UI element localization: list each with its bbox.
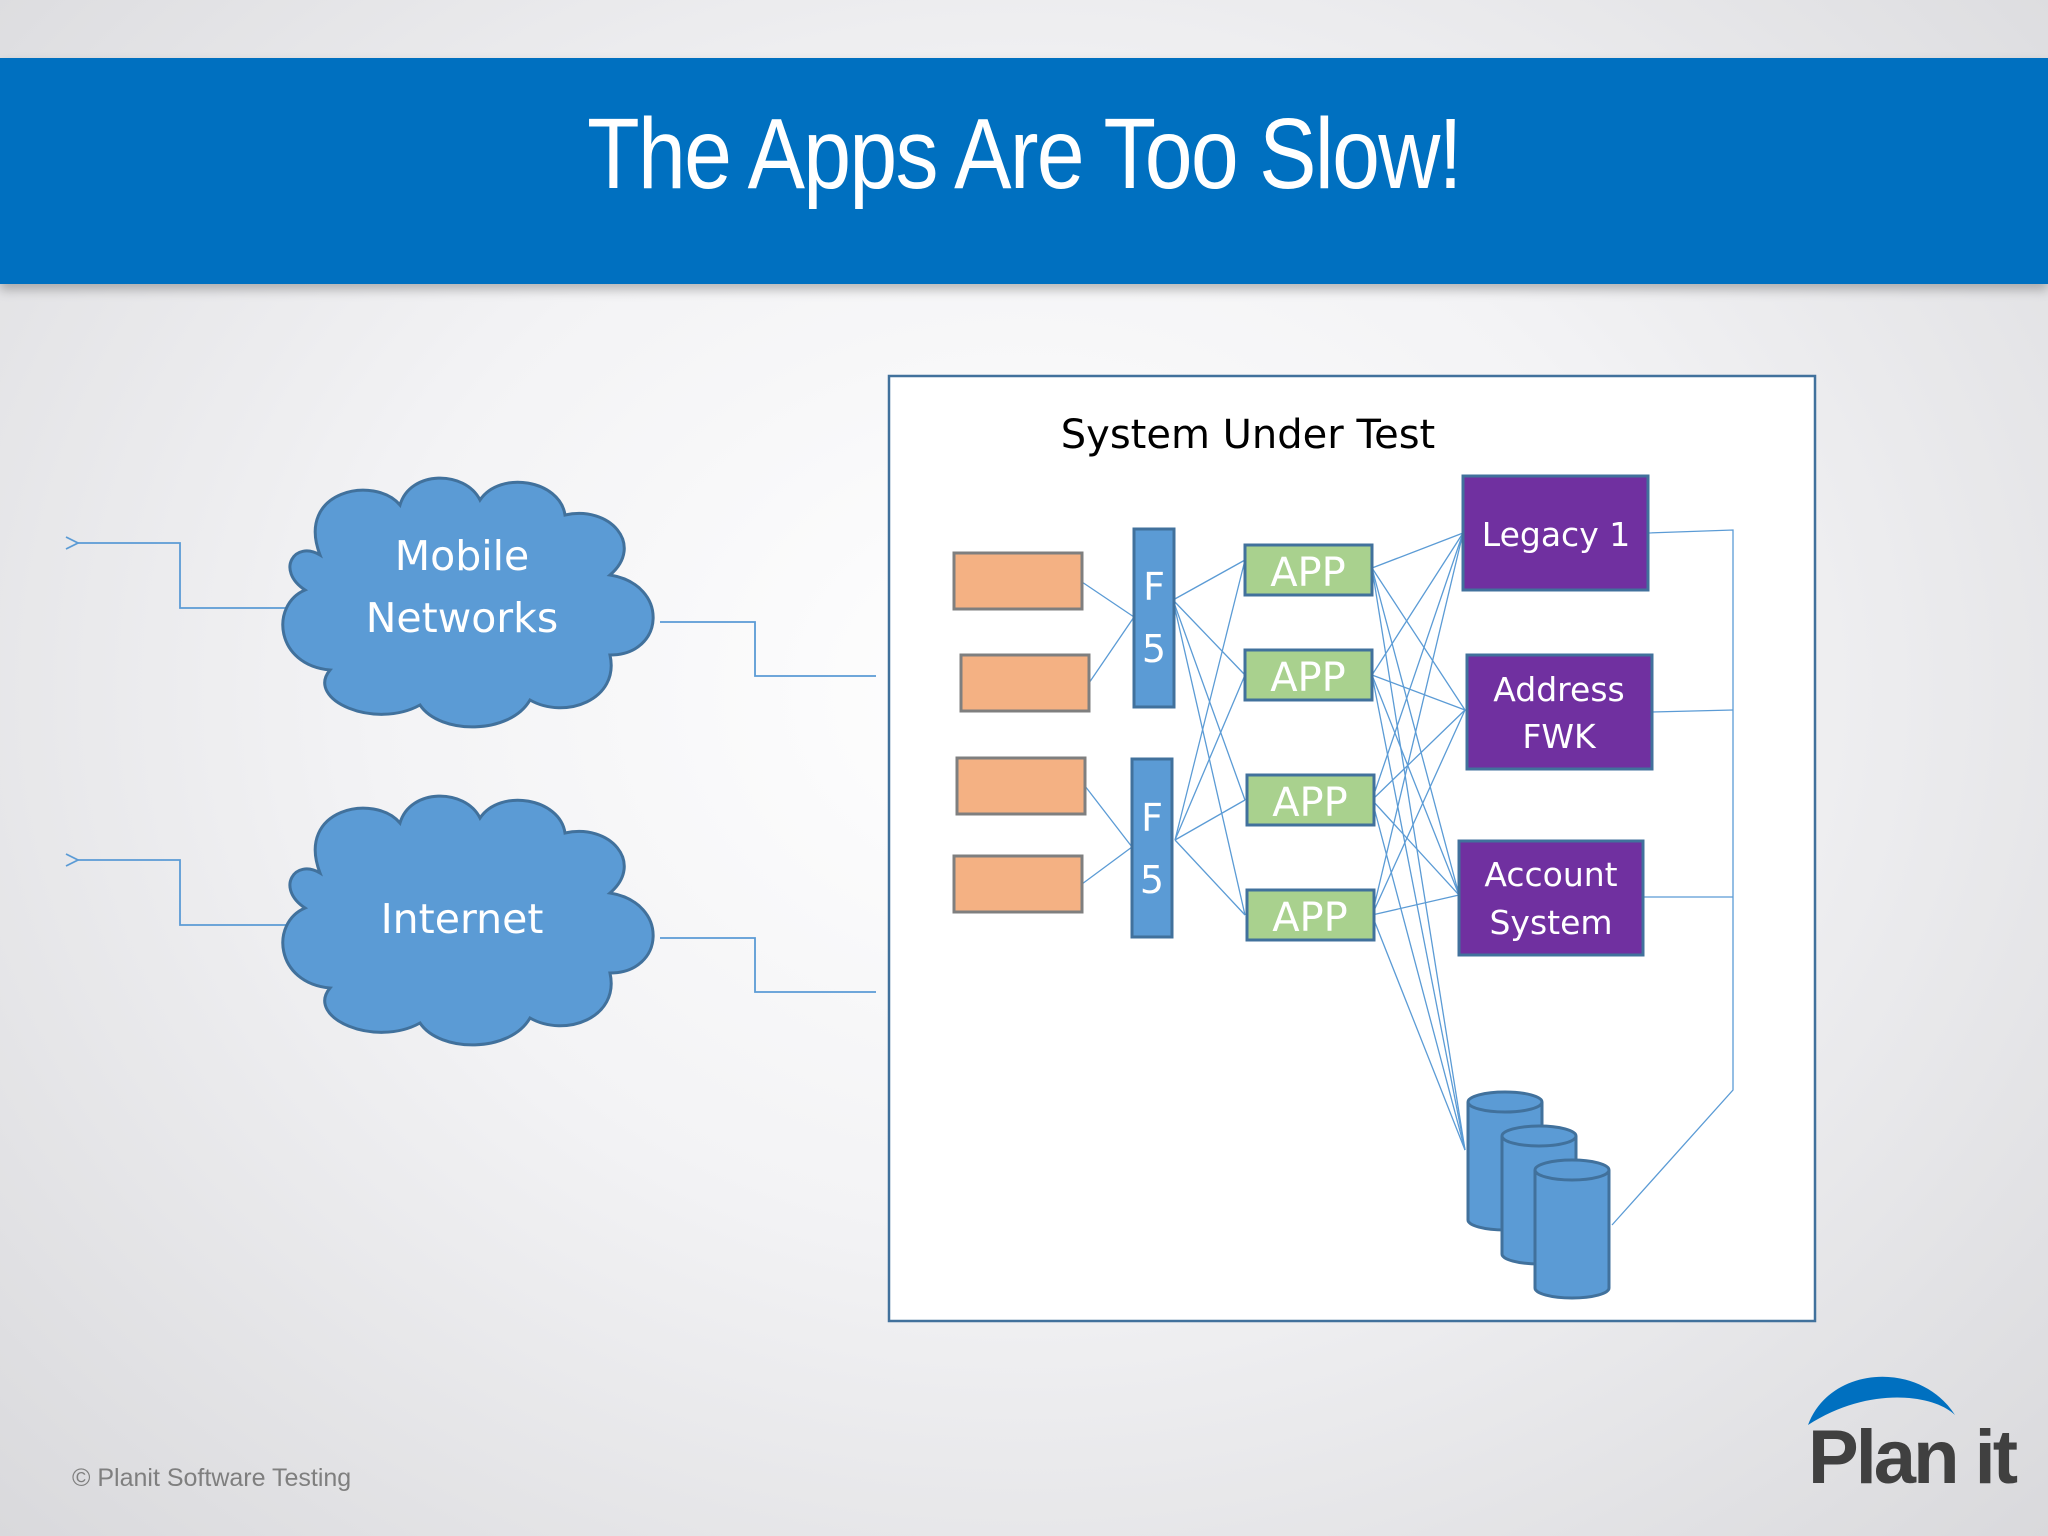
web-server-2 — [959, 653, 1091, 713]
mobile-outbound-arrow — [78, 543, 288, 609]
app-node-3 — [1245, 773, 1376, 827]
app-node-1-label: APP — [1270, 550, 1346, 596]
planit-logo-text: Plan it — [1808, 1415, 2018, 1500]
mobile-to-system-line — [660, 621, 876, 677]
mobile-networks-cloud — [281, 476, 655, 729]
web-server-3 — [955, 756, 1087, 816]
address-fwk-label-line2: FWK — [1522, 717, 1597, 756]
external-connectors — [78, 543, 876, 993]
system-under-test-box — [887, 374, 1817, 1323]
system-under-test-label: System Under Test — [1061, 412, 1435, 458]
app-node-4-label: APP — [1272, 895, 1348, 941]
load-balancer-2-label-b: 5 — [1140, 858, 1164, 902]
slide-title: The Apps Are Too Slow! — [587, 98, 1462, 210]
load-balancer-1-label-b: 5 — [1142, 627, 1166, 671]
address-fwk-box — [1465, 653, 1654, 771]
app-node-2 — [1243, 648, 1374, 702]
address-fwk-label-line1: Address — [1493, 670, 1624, 709]
internet-to-system-line — [660, 937, 876, 993]
account-system-label-line2: System — [1489, 903, 1612, 942]
load-balancer-2-label: F — [1141, 796, 1163, 840]
load-balancer-2 — [1130, 757, 1174, 939]
account-system-box — [1457, 839, 1645, 957]
app-node-4 — [1245, 888, 1376, 942]
internet-cloud — [281, 794, 655, 1047]
legacy-1-box — [1461, 474, 1650, 592]
database-stack-icon — [1466, 1090, 1611, 1300]
app-node-3-label: APP — [1272, 780, 1348, 826]
account-system-label-line1: Account — [1484, 855, 1617, 894]
legacy-1-label: Legacy 1 — [1482, 515, 1630, 554]
title-banner — [0, 58, 2048, 284]
web-server-1 — [952, 551, 1084, 611]
internet-label: Internet — [381, 895, 544, 943]
app-nodes — [1243, 543, 1376, 942]
internet-outbound-arrow — [78, 860, 288, 926]
load-balancer-1 — [1132, 527, 1176, 709]
footer-copyright: © Planit Software Testing — [72, 1464, 352, 1492]
app-node-2-label: APP — [1270, 655, 1346, 701]
planit-swoosh-logo — [1808, 1376, 1955, 1425]
web-server-4 — [952, 854, 1084, 914]
web-servers — [952, 551, 1091, 914]
app-node-1 — [1243, 543, 1374, 597]
load-balancer-1-label: F — [1143, 565, 1165, 609]
internal-connections — [1081, 529, 1734, 1226]
